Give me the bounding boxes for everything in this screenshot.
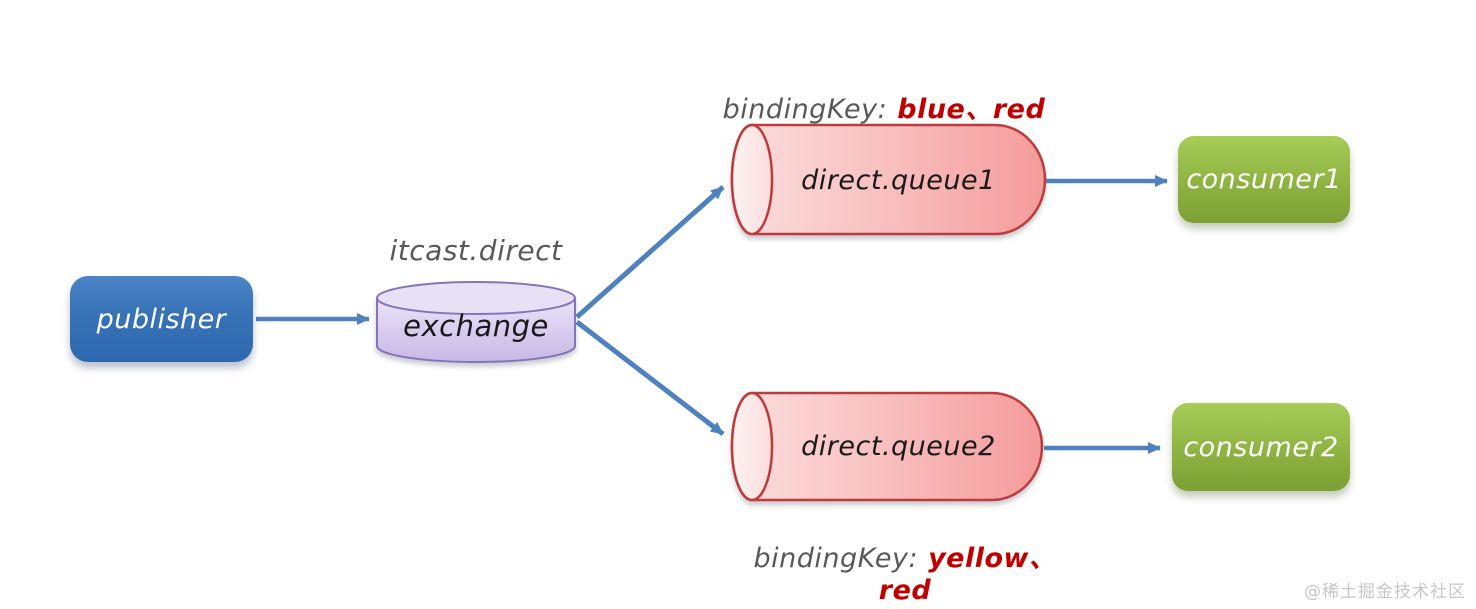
exchange-name-label: itcast.direct [389,234,563,267]
exchange-cylinder-top [376,281,576,315]
queue1-binding-key-values: blue、red [897,94,1046,125]
consumer2-label: consumer2 [1183,431,1339,463]
queue2-binding-key-values: yellow、red [878,543,1057,606]
exchange-cylinder [376,281,576,363]
arrow-exchange-to-queue1 [575,185,725,319]
publisher-node: publisher [70,276,253,362]
publisher-label: publisher [96,303,227,335]
queue1-label: direct.queue1 [801,165,996,196]
arrow-exchange-to-queue2 [575,320,725,436]
queue2-label: direct.queue2 [801,431,996,462]
queue2-binding-key-prefix: bindingKey: [753,543,919,574]
exchange-label: exchange [403,309,549,343]
queue2-cylinder [730,391,1044,502]
queue1-binding-key-prefix: bindingKey: [722,94,888,125]
queue2-cylinder-cap [730,391,774,502]
queue1-cylinder [730,123,1047,236]
consumer2-node: consumer2 [1172,403,1350,491]
exchange-cylinder-body [376,297,576,363]
consumer1-label: consumer1 [1186,164,1342,195]
consumer1-node: consumer1 [1178,136,1350,223]
queue2-binding-key: bindingKey:yellow、red [735,536,1075,606]
queue1-binding-key: bindingKey: blue、red [714,87,1054,126]
queue1-cylinder-cap [730,123,774,236]
watermark: @稀土掘金技术社区 [1304,582,1466,602]
